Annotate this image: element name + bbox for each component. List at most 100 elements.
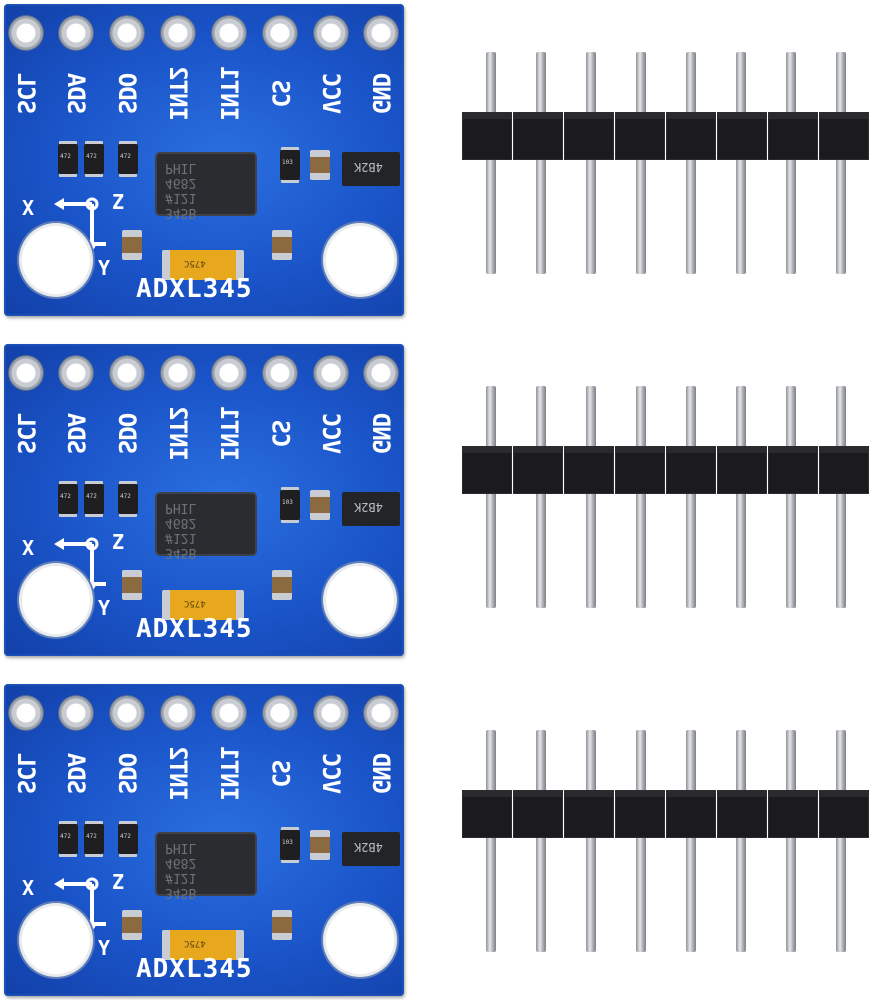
mounting-hole: [22, 226, 90, 294]
pin-label-text: SDA: [61, 413, 90, 455]
pin-pad: [110, 696, 144, 730]
capacitor: [310, 830, 330, 860]
header-pin: [536, 52, 546, 274]
pin-pad: [364, 696, 398, 730]
header-segment: [819, 446, 869, 494]
header-segment: [666, 446, 716, 494]
resistor: 103: [280, 150, 300, 180]
header-segment: [819, 112, 869, 160]
axis-y-label: Y: [98, 936, 111, 960]
adxl345-chip: 345B #121 4682 PHIL: [157, 834, 255, 900]
pin-label-text: VCC: [316, 753, 345, 795]
resistor: 472: [118, 144, 138, 174]
pin-pad: [263, 696, 297, 730]
pin-header: [462, 52, 870, 282]
header-pin: [486, 386, 496, 608]
header-pin: [736, 386, 746, 608]
pin-label-text: SDO: [112, 753, 141, 795]
header-segment: [768, 112, 818, 160]
header-pin: [736, 730, 746, 952]
header-pin: [836, 386, 846, 608]
header-pin: [786, 730, 796, 952]
resistor: 472: [118, 484, 138, 514]
mounting-hole: [326, 906, 394, 974]
header-segment: [768, 446, 818, 494]
header-segment: [768, 790, 818, 838]
pin-label-text: INT1: [214, 407, 243, 461]
resistor: 472: [84, 824, 104, 854]
pin-label-text: SCL: [11, 413, 40, 455]
header-segment: [513, 446, 563, 494]
header-segment: [717, 112, 767, 160]
model-label: ADXL345: [136, 954, 253, 984]
capacitor: [310, 490, 330, 520]
header-pin: [786, 386, 796, 608]
pin-pad: [364, 356, 398, 390]
header-segment: [462, 112, 512, 160]
header-pin: [486, 52, 496, 274]
pin-pad: [314, 16, 348, 50]
header-plastic-strip: [462, 112, 870, 160]
resistor: 472: [84, 144, 104, 174]
pin-pad: [161, 16, 195, 50]
pin-pad: [161, 356, 195, 390]
capacitor: [122, 910, 142, 940]
axis-z-label: Z: [112, 190, 125, 214]
chip-marking: 345B #121 4682 PHIL: [165, 840, 197, 900]
pin-label-text: CS: [266, 80, 294, 108]
header-pin: [486, 730, 496, 952]
header-plastic-strip: [462, 790, 870, 838]
resistor: 472: [118, 824, 138, 854]
pin-pad: [364, 16, 398, 50]
header-pin: [836, 730, 846, 952]
resistor: 472: [58, 144, 78, 174]
capacitor: [310, 150, 330, 180]
model-label: ADXL345: [136, 274, 253, 304]
mounting-hole: [326, 566, 394, 634]
pin-pad: [212, 696, 246, 730]
mounting-hole: [22, 566, 90, 634]
pin-pad: [110, 16, 144, 50]
header-pin: [786, 52, 796, 274]
pin-pad: [9, 16, 43, 50]
axis-y-label: Y: [98, 596, 111, 620]
pin-header: [462, 730, 870, 960]
header-segment: [513, 790, 563, 838]
pin-label-text: INT1: [214, 747, 243, 801]
header-segment: [564, 446, 614, 494]
axis-z-label: Z: [112, 530, 125, 554]
axis-z-label: Z: [112, 870, 125, 894]
chip-marking: 345B #121 4682 PHIL: [165, 500, 197, 560]
resistor: 472: [84, 484, 104, 514]
pin-label-text: SDA: [61, 73, 90, 115]
pin-pad: [263, 16, 297, 50]
axis-arrows-icon: [54, 877, 106, 932]
resistor: 103: [280, 830, 300, 860]
axis-y-label: Y: [98, 256, 111, 280]
pin-pad: [212, 16, 246, 50]
axis-x-label: X: [22, 196, 35, 220]
pin-label-text: CS: [266, 760, 294, 788]
pin-pad: [212, 356, 246, 390]
resistor: 103: [280, 490, 300, 520]
pin-label-text: GND: [366, 413, 395, 455]
header-segment: [717, 790, 767, 838]
header-pin: [686, 52, 696, 274]
voltage-regulator: 4B2K: [342, 492, 400, 526]
voltage-regulator: 4B2K: [342, 832, 400, 866]
pin-label-text: GND: [366, 753, 395, 795]
pin-pad: [9, 696, 43, 730]
header-pin: [586, 52, 596, 274]
capacitor: [122, 230, 142, 260]
tantalum-capacitor: 475C: [162, 930, 244, 960]
header-pin: [636, 386, 646, 608]
capacitor: [272, 910, 292, 940]
header-plastic-strip: [462, 446, 870, 494]
pin-pad: [314, 696, 348, 730]
mounting-hole: [22, 906, 90, 974]
pin-label: GND: [351, 74, 411, 114]
resistor: 472: [58, 484, 78, 514]
adxl345-chip: 345B #121 4682 PHIL: [157, 154, 255, 220]
header-pin: [586, 730, 596, 952]
